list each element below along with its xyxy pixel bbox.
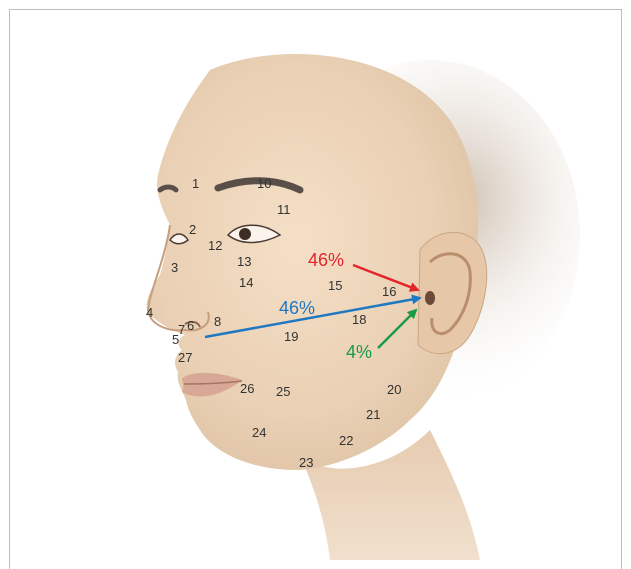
- arrow-label-green: 4%: [346, 342, 372, 362]
- region-label-7: 7: [178, 322, 185, 337]
- region-label-19: 19: [284, 329, 298, 344]
- region-label-10: 10: [257, 176, 271, 191]
- region-label-16: 16: [382, 284, 396, 299]
- region-label-24: 24: [252, 425, 266, 440]
- arrow-label-blue: 46%: [279, 298, 315, 318]
- region-label-8: 8: [214, 314, 221, 329]
- region-label-6: 6: [187, 318, 194, 333]
- region-label-21: 21: [366, 407, 380, 422]
- region-label-26: 26: [240, 381, 254, 396]
- region-label-13: 13: [237, 254, 251, 269]
- region-label-23: 23: [299, 455, 313, 470]
- region-label-27: 27: [178, 350, 192, 365]
- region-label-18: 18: [352, 312, 366, 327]
- region-label-4: 4: [146, 305, 153, 320]
- iris-right: [239, 228, 251, 240]
- region-label-11: 11: [277, 202, 291, 217]
- arrow-label-red: 46%: [308, 250, 344, 270]
- region-label-25: 25: [276, 384, 290, 399]
- region-label-1: 1: [192, 176, 199, 191]
- region-label-22: 22: [339, 433, 353, 448]
- region-label-3: 3: [171, 260, 178, 275]
- ear-canal: [425, 291, 435, 305]
- region-label-12: 12: [208, 238, 222, 253]
- region-label-14: 14: [239, 275, 253, 290]
- region-label-20: 20: [387, 382, 401, 397]
- region-label-15: 15: [328, 278, 342, 293]
- region-label-2: 2: [189, 222, 196, 237]
